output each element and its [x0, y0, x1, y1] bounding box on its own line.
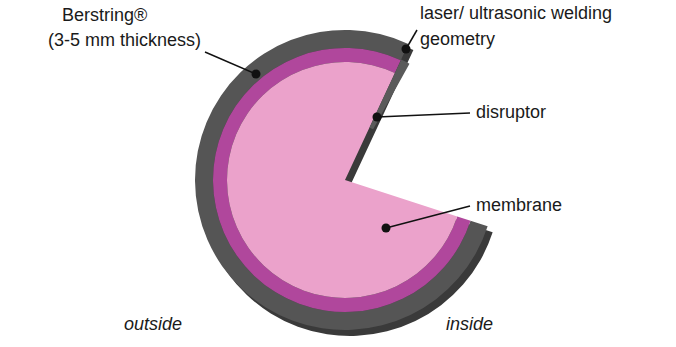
side-label: inside [446, 311, 493, 337]
leader-line [377, 113, 470, 117]
leader-dot [252, 70, 261, 79]
leader-dot [373, 113, 382, 122]
leader-dots [252, 45, 411, 233]
leader-dot [382, 224, 391, 233]
leader-dot [402, 45, 411, 54]
part-label: disruptor [476, 99, 546, 125]
leader-lines [205, 30, 470, 228]
leader-line [205, 52, 256, 74]
membrane [227, 62, 457, 298]
part-label: laser/ ultrasonic welding geometry [420, 0, 620, 52]
disc-cutaway [195, 30, 493, 336]
membrane-rim [213, 48, 471, 312]
leader-line [386, 206, 470, 228]
part-label: Berstring® [62, 2, 147, 28]
disruptor [370, 59, 410, 129]
part-label: (3-5 mm thickness) [48, 27, 201, 53]
part-label: membrane [476, 192, 562, 218]
side-label: outside [124, 311, 182, 337]
berstring-ring [195, 30, 488, 330]
